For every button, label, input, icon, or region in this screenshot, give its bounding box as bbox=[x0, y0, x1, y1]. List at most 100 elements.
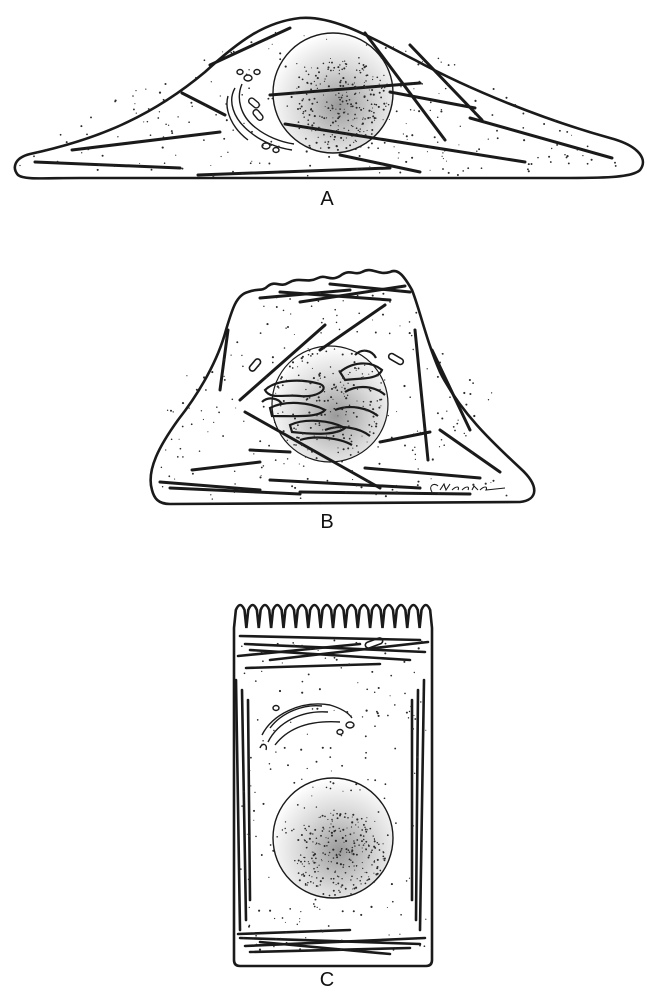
stipple-dot bbox=[314, 906, 316, 908]
stipple-dot bbox=[396, 411, 397, 412]
stipple-dot bbox=[363, 70, 364, 71]
stipple-dot bbox=[369, 166, 370, 167]
stipple-dot bbox=[492, 480, 494, 482]
stipple-dot bbox=[310, 108, 312, 110]
stipple-dot bbox=[383, 103, 385, 105]
stipple-dot bbox=[301, 779, 302, 780]
stipple-dot bbox=[339, 108, 341, 110]
stipple-dot bbox=[491, 114, 493, 116]
stipple-dot bbox=[230, 52, 232, 54]
stipple-dot bbox=[309, 114, 311, 116]
stipple-dot bbox=[348, 663, 350, 665]
stipple-dot bbox=[328, 156, 330, 158]
stipple-dot bbox=[300, 380, 302, 382]
panel-label-c: C bbox=[320, 969, 334, 991]
stipple-dot bbox=[463, 392, 465, 394]
stipple-dot bbox=[371, 849, 373, 851]
stipple-dot bbox=[347, 383, 348, 384]
stipple-dot bbox=[414, 672, 415, 673]
stipple-dot bbox=[379, 172, 380, 173]
stipple-dot bbox=[303, 873, 305, 875]
stipple-dot bbox=[316, 708, 318, 710]
stipple-dot bbox=[300, 911, 301, 912]
stipple-dot bbox=[182, 402, 184, 404]
stipple-dot bbox=[298, 860, 300, 862]
stipple-dot bbox=[358, 822, 359, 823]
stipple-dot bbox=[374, 840, 376, 842]
stipple-dot bbox=[332, 821, 333, 822]
stipple-dot bbox=[328, 855, 329, 856]
stipple-dot bbox=[33, 155, 35, 157]
stipple-dot bbox=[338, 370, 340, 372]
stipple-dot bbox=[353, 910, 355, 912]
stipple-dot bbox=[353, 840, 355, 842]
stipple-dot bbox=[357, 878, 358, 879]
stipple-dot bbox=[356, 141, 357, 142]
stipple-dot bbox=[324, 400, 326, 402]
stipple-dot bbox=[356, 445, 358, 447]
stipple-dot bbox=[420, 432, 421, 433]
stipple-dot bbox=[376, 76, 378, 78]
stipple-dot bbox=[359, 92, 360, 93]
stipple-dot bbox=[163, 99, 165, 101]
stipple-dot bbox=[60, 134, 62, 136]
stipple-dot bbox=[413, 715, 414, 716]
stipple-dot bbox=[354, 367, 356, 369]
stipple-dot bbox=[315, 899, 317, 901]
stipple-dot bbox=[378, 843, 380, 845]
stipple-dot bbox=[285, 821, 286, 822]
stipple-dot bbox=[388, 104, 390, 106]
stipple-dot bbox=[423, 412, 425, 414]
stipple-dot bbox=[439, 446, 440, 447]
stipple-dot bbox=[488, 138, 489, 139]
stipple-dot bbox=[259, 476, 261, 478]
stipple-dot bbox=[368, 110, 370, 112]
stipple-dot bbox=[330, 747, 332, 749]
stipple-dot bbox=[339, 81, 341, 83]
stipple-dot bbox=[349, 99, 351, 101]
stipple-dot bbox=[364, 827, 365, 828]
stipple-dot bbox=[379, 870, 381, 872]
stipple-dot bbox=[323, 348, 324, 349]
stipple-dot bbox=[398, 158, 399, 159]
stipple-dot bbox=[326, 117, 327, 118]
stipple-dot bbox=[267, 98, 269, 100]
stipple-dot bbox=[163, 136, 165, 138]
stipple-dot bbox=[164, 83, 166, 85]
stipple-dot bbox=[258, 104, 260, 106]
stipple-dot bbox=[311, 130, 312, 131]
stipple-dot bbox=[337, 882, 339, 884]
stipple-dot bbox=[556, 144, 558, 146]
stipple-dot bbox=[313, 122, 315, 124]
stipple-dot bbox=[441, 156, 442, 157]
cell-a bbox=[15, 18, 643, 179]
stipple-dot bbox=[66, 141, 68, 143]
stipple-dot bbox=[375, 425, 377, 427]
stipple-dot bbox=[334, 427, 336, 429]
stipple-dot bbox=[377, 842, 379, 844]
stipple-dot bbox=[440, 110, 442, 112]
stipple-dot bbox=[336, 659, 338, 661]
stipple-dot bbox=[368, 855, 370, 857]
stipple-dot bbox=[356, 118, 357, 119]
stipple-dot bbox=[337, 117, 339, 119]
stipple-dot bbox=[380, 405, 381, 406]
stipple-dot bbox=[316, 761, 318, 763]
stipple-dot bbox=[362, 119, 363, 120]
stipple-dot bbox=[349, 144, 351, 146]
stipple-dot bbox=[330, 58, 331, 59]
stipple-dot bbox=[299, 918, 300, 919]
stipple-dot bbox=[351, 853, 352, 854]
stipple-dot bbox=[333, 640, 335, 642]
stipple-dot bbox=[318, 396, 320, 398]
stipple-dot bbox=[371, 133, 373, 135]
stipple-dot bbox=[315, 858, 317, 860]
stipple-dot bbox=[333, 70, 334, 71]
stipple-dot bbox=[316, 877, 318, 879]
stipple-dot bbox=[472, 382, 474, 384]
stipple-dot bbox=[307, 734, 308, 735]
stipple-dot bbox=[377, 147, 379, 149]
stipple-dot bbox=[337, 149, 339, 151]
stipple-dot bbox=[357, 295, 359, 297]
stipple-dot bbox=[326, 39, 327, 40]
